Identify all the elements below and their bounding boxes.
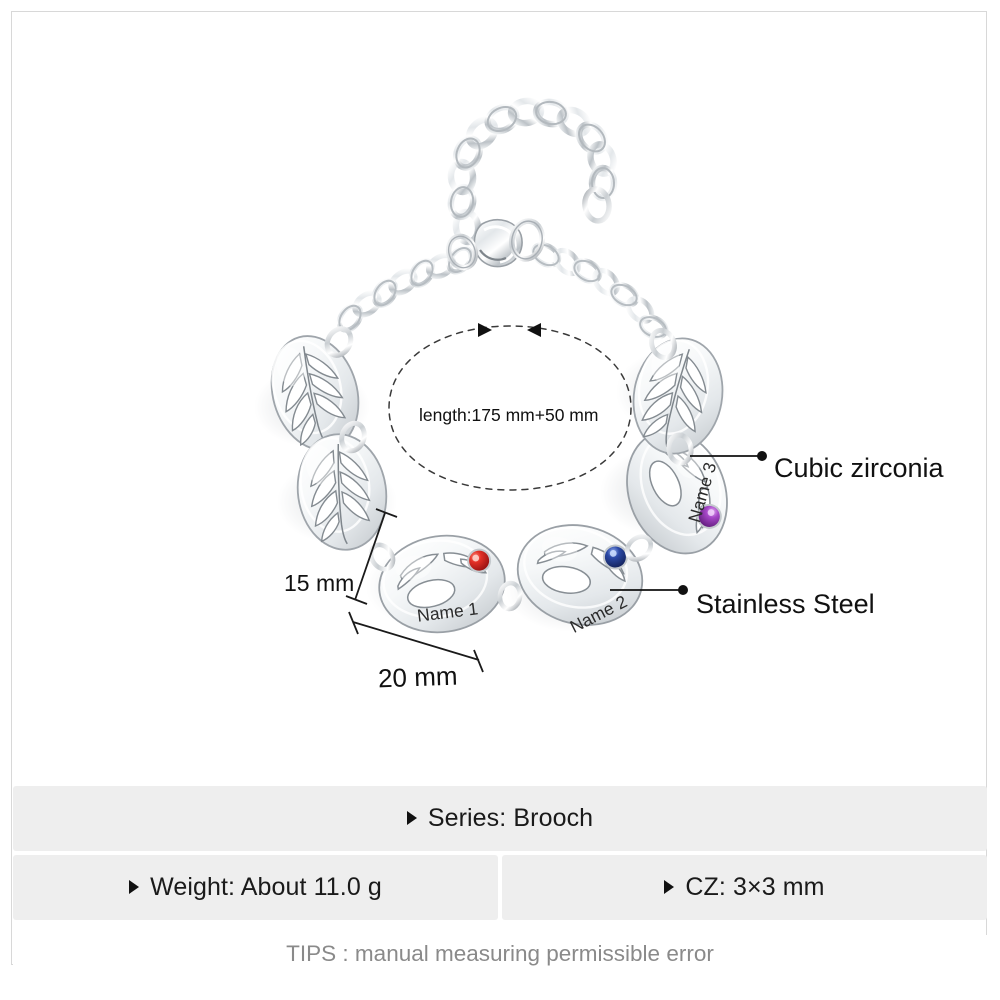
gemstone-red (467, 548, 492, 573)
triangle-bullet-icon (406, 811, 417, 825)
tips-text: TIPS : manual measuring permissible erro… (286, 941, 714, 966)
callout-cubic-zirconia (690, 451, 767, 461)
spec-row-series: Series: Brooch (13, 786, 987, 855)
triangle-bullet-icon (664, 880, 675, 894)
callout-bullet (678, 585, 688, 595)
jump-ring (624, 534, 654, 562)
gemstone-purple (696, 503, 722, 529)
leaf-charm-upper-left (270, 335, 360, 451)
triangle-bullet-icon (129, 880, 140, 894)
callout-stainless-steel (610, 585, 688, 595)
spec-cell-series: Series: Brooch (13, 786, 987, 851)
chain-left (336, 245, 474, 333)
arrow-head-right (527, 323, 541, 337)
product-photo-area: Cubic zirconia Stainless Steel 15 mm 20 … (12, 12, 988, 782)
extension-chain (447, 97, 618, 246)
leaf-charm-upper-right (632, 337, 724, 455)
chain-right (530, 242, 669, 340)
leaf-charm-left (296, 433, 388, 551)
spec-cell-weight: Weight: About 11.0 g (13, 855, 498, 920)
label-height-15mm: 15 mm (284, 570, 355, 596)
spec-row-weight-cz: Weight: About 11.0 g CZ: 3×3 mm (13, 855, 987, 920)
tips-row: TIPS : manual measuring permissible erro… (13, 935, 987, 973)
name-plate-2 (516, 524, 644, 626)
dimension-20mm (348, 611, 484, 673)
lobster-clasp (445, 186, 612, 271)
jump-ring (368, 542, 396, 572)
arrow-head-left (478, 323, 492, 337)
spec-cell-cz: CZ: 3×3 mm (502, 855, 987, 920)
spec-weight-text: Weight: About 11.0 g (129, 873, 382, 902)
jump-ring (324, 326, 354, 358)
name-plate-3 (626, 429, 728, 555)
spec-cz-value: CZ: 3×3 mm (685, 873, 825, 901)
label-width-20mm: 20 mm (377, 660, 458, 694)
label-total-length: length:175 mm+50 mm (419, 405, 599, 425)
jump-ring (497, 580, 523, 612)
callout-bullet (757, 451, 767, 461)
length-measure-ellipse (388, 323, 632, 491)
jump-ring (649, 327, 677, 361)
bracelet-illustration (254, 97, 767, 673)
specification-table: Series: Brooch Weight: About 11.0 g CZ: … (13, 786, 987, 931)
spec-cz-text: CZ: 3×3 mm (664, 873, 825, 902)
spec-series-text: Series: Brooch (406, 804, 594, 833)
spec-series-value: Series: Brooch (427, 804, 594, 832)
jump-ring (666, 432, 694, 466)
label-cubic-zirconia: Cubic zirconia (774, 453, 944, 483)
spec-weight-value: Weight: About 11.0 g (150, 873, 382, 901)
gemstone-blue (602, 544, 628, 570)
name-plate-1 (378, 534, 506, 634)
jump-ring (339, 420, 367, 454)
dimension-15mm (345, 508, 398, 605)
label-stainless-steel: Stainless Steel (696, 589, 875, 619)
